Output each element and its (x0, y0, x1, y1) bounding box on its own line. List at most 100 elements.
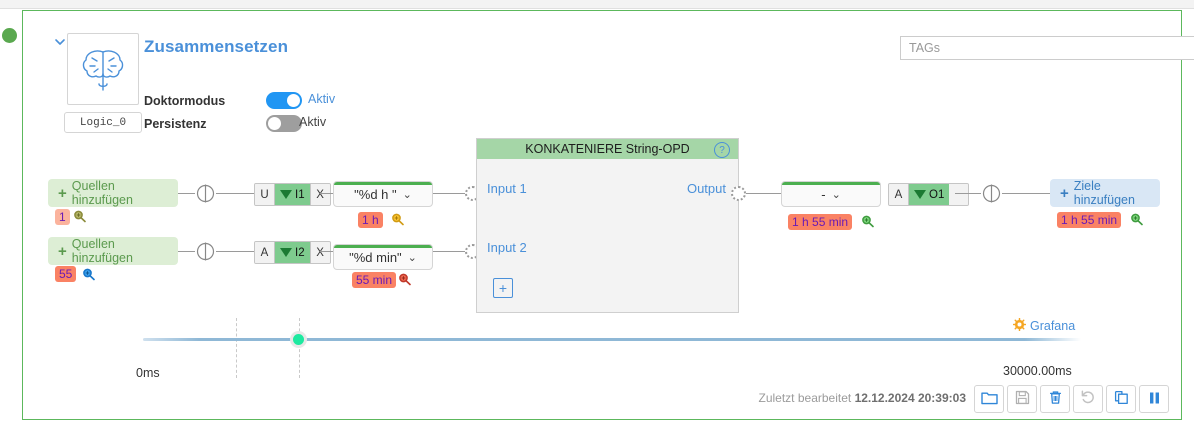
result-select[interactable]: - ⌄ (781, 181, 881, 207)
open-folder-button[interactable] (974, 385, 1004, 413)
grafana-link[interactable]: Grafana (1012, 317, 1076, 334)
node-id-label: Logic_0 (64, 112, 142, 133)
magnifier-icon[interactable] (82, 268, 95, 281)
wire-segment (320, 193, 333, 194)
function-block-title: KONKATENIERE String-OPD (525, 142, 690, 156)
wire-segment (178, 251, 195, 252)
chip-pad (949, 184, 969, 205)
chip-left-label: A (255, 242, 275, 263)
timeline-handle[interactable] (290, 331, 307, 348)
copy-button[interactable] (1106, 385, 1136, 413)
io-chip-o1[interactable]: A O1 (888, 183, 970, 206)
wire-segment (216, 251, 254, 252)
format-select-value-1: "%d h " (354, 186, 397, 202)
output-port[interactable] (731, 186, 746, 201)
magnifier-icon[interactable] (861, 215, 874, 228)
function-input-label-1: Input 1 (487, 181, 527, 196)
add-target-button[interactable]: + Ziele hinzufügen (1050, 179, 1160, 207)
tags-input[interactable] (900, 36, 1194, 60)
add-source-label-1: Quellen hinzufügen (71, 179, 133, 207)
wire-segment (1002, 193, 1050, 194)
timeline-track[interactable] (143, 338, 1081, 341)
chip-remove-label[interactable]: X (309, 184, 330, 205)
chevron-down-icon: ⌄ (407, 251, 417, 264)
persistenz-toggle[interactable] (266, 115, 302, 132)
chip-name: O1 (909, 184, 950, 205)
function-block-header: KONKATENIERE String-OPD ? (477, 139, 738, 159)
timeline-start-label: 0ms (136, 366, 160, 380)
source-value-badge-1: 1 (55, 209, 70, 225)
save-button[interactable] (1007, 385, 1037, 413)
wire-segment (746, 193, 781, 194)
magnifier-icon[interactable] (73, 210, 86, 223)
wire-segment (433, 193, 465, 194)
io-chip-i2[interactable]: A I2 X (254, 241, 331, 264)
chip-name-label: I2 (295, 246, 305, 259)
last-edited-info: Zuletzt bearbeitet 12.12.2024 20:39:03 (759, 391, 967, 405)
magnifier-icon[interactable] (391, 213, 404, 226)
add-source-button-2[interactable]: + Quellen hinzufügen (48, 237, 178, 265)
undo-button[interactable] (1073, 385, 1103, 413)
chip-name-label: I1 (295, 188, 305, 201)
target-value-badge: 1 h 55 min (1057, 212, 1122, 228)
add-target-label: Ziele hinzufügen (1073, 179, 1135, 207)
persistenz-state: Aktiv (299, 115, 327, 129)
function-block-konkateniere: KONKATENIERE String-OPD ? Input 1 Input … (476, 138, 739, 313)
chevron-down-icon: ⌄ (831, 188, 841, 201)
connector-plug-2[interactable] (195, 241, 216, 262)
last-edited-label: Zuletzt bearbeitet (758, 391, 852, 405)
format-select-value-2: "%d min" (349, 249, 402, 265)
timeline-marker-1 (236, 318, 238, 378)
filter-triangle-icon (280, 248, 292, 257)
add-source-button-1[interactable]: + Quellen hinzufügen (48, 179, 178, 207)
format-value-badge-1: 1 h (358, 212, 383, 228)
help-icon[interactable]: ? (714, 142, 730, 158)
source-value-badge-2: 55 (55, 266, 77, 282)
magnifier-icon[interactable] (398, 273, 411, 286)
folder-icon (980, 390, 998, 408)
trash-icon (1048, 390, 1063, 408)
undo-arrow-icon (1080, 390, 1096, 408)
copy-icon (1114, 390, 1129, 408)
delete-button[interactable] (1040, 385, 1070, 413)
chip-remove-label[interactable]: X (309, 242, 330, 263)
io-chip-i1[interactable]: U I1 X (254, 183, 331, 206)
timeline-marker-2 (299, 318, 301, 378)
doktormodus-label: Doktormodus (144, 94, 226, 108)
filter-triangle-icon (914, 190, 926, 199)
result-select-value: - (821, 186, 826, 202)
wire-segment (216, 193, 254, 194)
timeline-handle-dot (293, 334, 304, 345)
add-function-input-button[interactable]: + (493, 278, 513, 298)
collapse-chevron-icon[interactable] (53, 35, 67, 49)
grafana-label: Grafana (1030, 319, 1076, 333)
page-title: Zusammensetzen (144, 37, 289, 56)
wire-segment (178, 193, 195, 194)
chip-name-label: O1 (929, 188, 945, 201)
plus-icon: + (58, 184, 67, 202)
format-select-2[interactable]: "%d min" ⌄ (333, 244, 433, 270)
add-source-label-2: Quellen hinzufügen (71, 237, 133, 265)
plus-icon: + (1060, 184, 1069, 202)
floppy-disk-icon (1015, 390, 1030, 408)
function-input-label-2: Input 2 (487, 240, 527, 255)
format-value-badge-2: 55 min (352, 272, 397, 288)
format-select-1[interactable]: "%d h " ⌄ (333, 181, 433, 207)
doktormodus-toggle[interactable] (266, 92, 302, 109)
doktormodus-state: Aktiv (308, 92, 336, 106)
brain-icon (67, 33, 139, 105)
chip-left-label: U (255, 184, 275, 205)
pause-button[interactable] (1139, 385, 1169, 413)
connector-plug-1[interactable] (195, 183, 216, 204)
connector-plug-3[interactable] (981, 183, 1002, 204)
grafana-icon (1012, 317, 1027, 334)
chip-name: I2 (275, 242, 310, 263)
persistenz-label: Persistenz (144, 117, 207, 131)
wire-segment (433, 251, 465, 252)
chip-left-label: A (889, 184, 909, 205)
window-top-strip (0, 0, 1194, 9)
magnifier-icon[interactable] (1130, 213, 1143, 226)
timeline-end-label: 30000.00ms (1003, 364, 1072, 378)
wire-segment (320, 251, 333, 252)
wire-segment (955, 193, 981, 194)
